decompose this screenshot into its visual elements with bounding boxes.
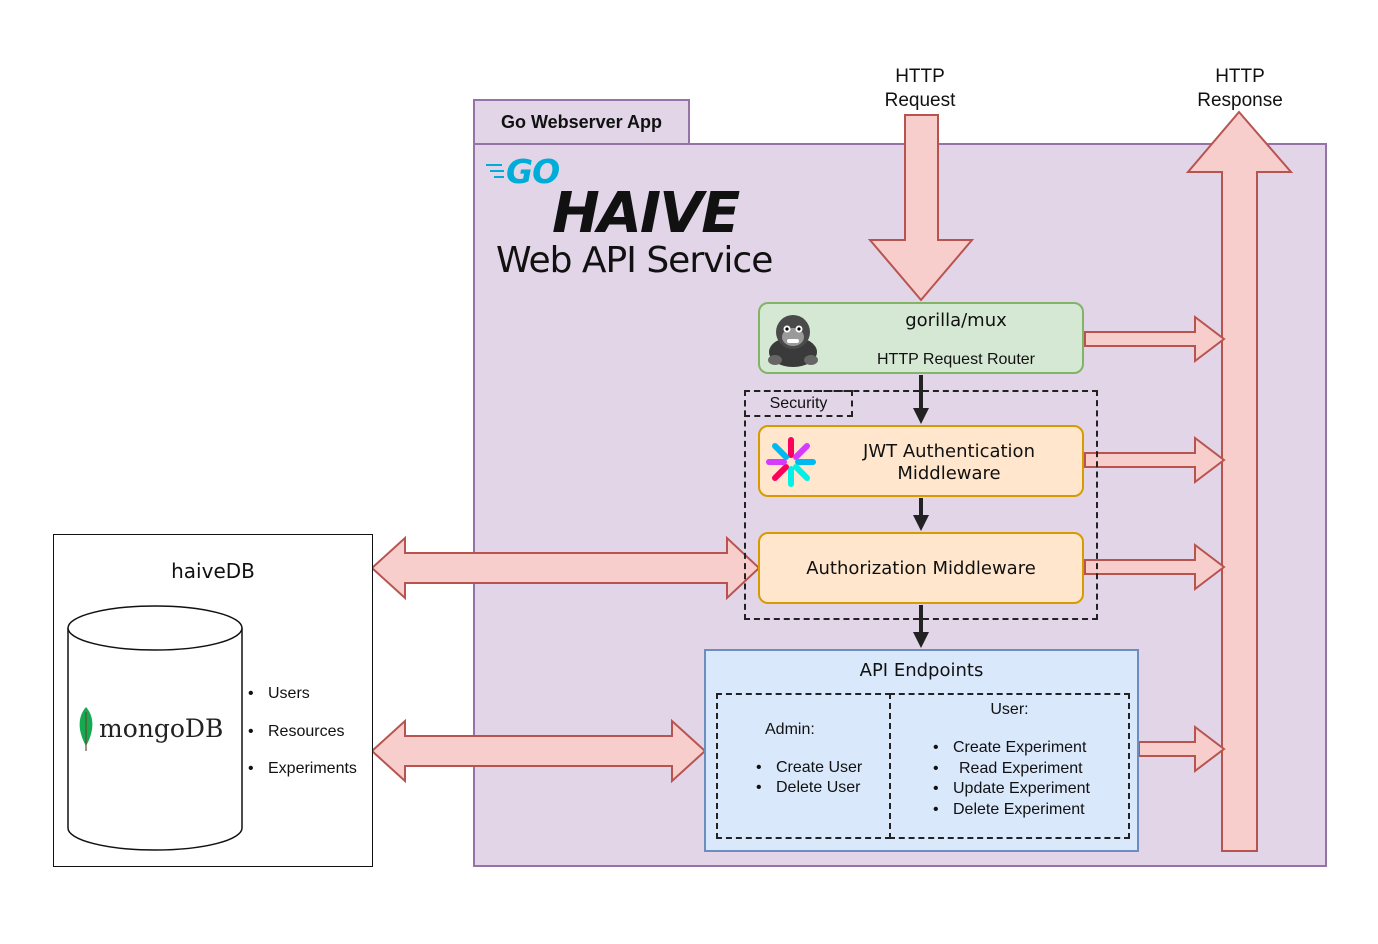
jwt-label: JWT Authentication Middleware (863, 441, 1035, 484)
router-subtitle: HTTP Request Router (877, 351, 1035, 368)
authz-response-arrow (1084, 542, 1226, 592)
mongodb-leaf-icon (79, 707, 93, 751)
api-endpoints-title: API Endpoints (859, 660, 984, 681)
user-endpoint-item: Delete Experiment (931, 800, 1090, 821)
user-endpoints-group: User: Create Experiment Read Experiment … (889, 693, 1130, 839)
router-response-arrow (1084, 314, 1226, 364)
endpoints-response-arrow (1138, 724, 1226, 774)
http-request-arrow (867, 114, 975, 302)
http-request-label: HTTP Request (884, 66, 956, 111)
jwt-middleware-box: JWT Authentication Middleware (758, 425, 1084, 497)
go-logo-text: GO (506, 152, 560, 191)
haive-logo-text: HAIVE (552, 186, 740, 242)
collection-item: Experiments (246, 750, 357, 788)
user-endpoint-item: Create Experiment (931, 738, 1090, 759)
web-api-service-title: Web API Service (496, 240, 773, 281)
router-box: gorilla/mux HTTP Request Router (758, 302, 1084, 374)
router-title: gorilla/mux (905, 310, 1007, 331)
http-response-arrow (1185, 110, 1294, 852)
user-heading: User: (990, 701, 1029, 718)
http-response-label: HTTP Response (1197, 66, 1283, 111)
gorilla-icon (765, 310, 821, 368)
user-endpoint-list: Create Experiment Read Experiment Update… (931, 738, 1090, 820)
database-title: haiveDB (171, 559, 255, 583)
admin-endpoint-item: Create User (754, 758, 862, 778)
app-tab-label: Go Webserver App (500, 112, 663, 132)
haive-logo: HAIVE (552, 186, 814, 242)
admin-endpoint-list: Create User Delete User (754, 758, 862, 798)
jwt-icon (765, 436, 817, 488)
admin-heading: Admin: (765, 721, 815, 738)
security-label: Security (769, 395, 828, 412)
user-endpoint-item: Read Experiment (931, 759, 1090, 780)
mongodb-logo-text: mongoDB (99, 714, 224, 743)
authorization-middleware-box: Authorization Middleware (758, 532, 1084, 604)
collection-item: Resources (246, 713, 357, 751)
collection-item: Users (246, 675, 357, 713)
authorization-label: Authorization Middleware (806, 558, 1036, 579)
security-label-box: Security (744, 390, 853, 417)
user-endpoint-item: Update Experiment (931, 779, 1090, 800)
go-logo: GO (486, 152, 576, 191)
admin-endpoint-item: Delete User (754, 778, 862, 798)
jwt-response-arrow (1084, 435, 1226, 485)
api-endpoints-box: API Endpoints Admin: Create User Delete … (704, 649, 1139, 852)
database-collection-list: Users Resources Experiments (246, 675, 357, 788)
app-tab: Go Webserver App (473, 99, 690, 143)
